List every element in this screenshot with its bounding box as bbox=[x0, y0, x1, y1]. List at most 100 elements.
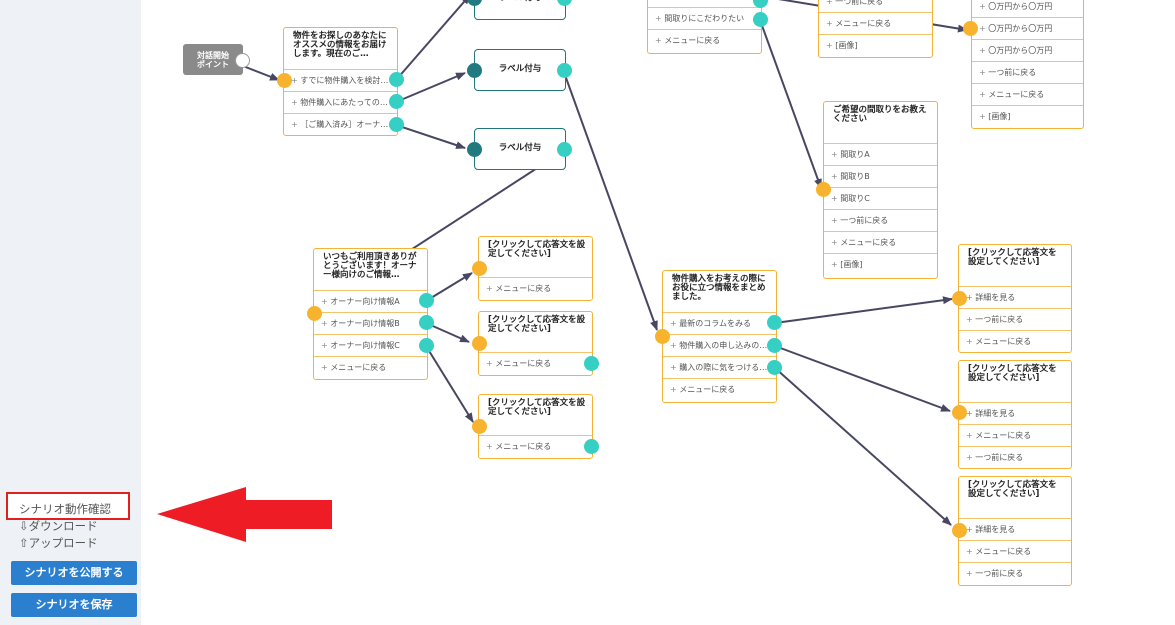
message-node[interactable]: 物件をお探しのあなたにオススメの情報をお届けします。現在のご… すでに物件購入を… bbox=[283, 27, 398, 136]
input-port[interactable] bbox=[655, 329, 670, 344]
output-port[interactable] bbox=[584, 356, 599, 371]
label-node[interactable]: ラベル付与 bbox=[474, 128, 566, 170]
node-option[interactable]: 最新のコラムをみる bbox=[663, 312, 776, 334]
input-port[interactable] bbox=[467, 0, 482, 6]
node-option[interactable]: 一つ前に戻る bbox=[819, 0, 932, 12]
edge bbox=[395, 124, 466, 149]
node-option[interactable]: メニューに戻る bbox=[314, 356, 427, 378]
output-port[interactable] bbox=[419, 338, 434, 353]
message-node[interactable]: いつもご利用頂きありがとうございます！オーナー様向けのご情報… オーナー向け情報… bbox=[313, 248, 428, 380]
start-point-node[interactable]: 対話開始ポイント bbox=[183, 44, 243, 75]
output-port[interactable] bbox=[584, 439, 599, 454]
node-option[interactable]: 一つ前に戻る bbox=[824, 209, 937, 231]
node-option[interactable]: オーナー向け情報B bbox=[314, 312, 427, 334]
node-option[interactable]: 詳細を見る bbox=[959, 286, 1071, 308]
node-option[interactable]: 詳細を見る bbox=[959, 402, 1071, 424]
node-option[interactable]: ［ご購入済み］オーナ… bbox=[284, 113, 397, 135]
node-option[interactable]: オーナー向け情報A bbox=[314, 290, 427, 312]
upload-link[interactable]: ⇧アップロード bbox=[19, 536, 98, 550]
response-node[interactable]: [クリックして応答文を設定してください] 詳細を見る 一つ前に戻る メニューに戻… bbox=[958, 244, 1072, 353]
node-option[interactable]: 〇万円から〇万円 bbox=[972, 17, 1083, 39]
node-option[interactable]: 間取りにこだわりたい bbox=[648, 7, 761, 29]
input-port[interactable] bbox=[952, 291, 967, 306]
node-option[interactable]: 間取りC bbox=[824, 187, 937, 209]
output-port[interactable] bbox=[389, 117, 404, 132]
node-option[interactable]: メニューに戻る bbox=[663, 378, 776, 400]
input-port[interactable] bbox=[816, 182, 831, 197]
output-port[interactable] bbox=[767, 315, 782, 330]
download-link[interactable]: ⇩ダウンロード bbox=[19, 519, 98, 533]
node-option[interactable]: 詳細を見る bbox=[959, 518, 1071, 540]
output-port[interactable] bbox=[389, 94, 404, 109]
node-option[interactable]: [画像] bbox=[819, 34, 932, 56]
input-port[interactable] bbox=[963, 21, 978, 36]
input-port[interactable] bbox=[472, 336, 487, 351]
label-node[interactable]: ラベル付与 bbox=[474, 49, 566, 91]
node-option[interactable]: 一つ前に戻る bbox=[959, 562, 1071, 584]
label-node[interactable]: ラベル付与 bbox=[474, 0, 566, 20]
input-port[interactable] bbox=[952, 523, 967, 538]
node-option[interactable]: 間取りA bbox=[824, 143, 937, 165]
input-port[interactable] bbox=[952, 405, 967, 420]
publish-scenario-button[interactable]: シナリオを公開する bbox=[11, 561, 137, 585]
output-port[interactable] bbox=[557, 142, 572, 157]
node-option[interactable]: 一つ前に戻る bbox=[959, 446, 1071, 468]
message-node[interactable]: 物件購入をお考えの際にお役に立つ情報をまとめました。 最新のコラムをみる 物件購… bbox=[662, 270, 777, 403]
edge-layer bbox=[242, 0, 968, 526]
output-port[interactable] bbox=[767, 360, 782, 375]
output-port[interactable] bbox=[557, 63, 572, 78]
node-option[interactable]: 一つ前に戻る bbox=[972, 61, 1083, 83]
message-node[interactable]: 〇万円から〇万円 〇万円から〇万円 〇万円から〇万円 一つ前に戻る メニューに戻… bbox=[971, 0, 1084, 129]
node-option[interactable]: メニューに戻る bbox=[972, 83, 1083, 105]
node-option[interactable]: メニューに戻る bbox=[819, 12, 932, 34]
node-option[interactable]: 物件購入にあたっての… bbox=[284, 91, 397, 113]
node-option[interactable]: メニューに戻る bbox=[959, 540, 1071, 562]
node-option[interactable]: メニューに戻る bbox=[648, 29, 761, 51]
response-node[interactable]: [クリックして応答文を設定してください] メニューに戻る bbox=[478, 311, 593, 376]
edge bbox=[425, 322, 470, 343]
node-option[interactable]: 〇万円から〇万円 bbox=[972, 39, 1083, 61]
response-node[interactable]: [クリックして応答文を設定してください] メニューに戻る bbox=[478, 394, 593, 459]
start-output-port[interactable] bbox=[235, 53, 250, 68]
message-node[interactable]: 間取りにこだわりたい メニューに戻る bbox=[647, 0, 762, 54]
response-node[interactable]: [クリックして応答文を設定してください] 詳細を見る メニューに戻る 一つ前に戻… bbox=[958, 476, 1072, 586]
input-port[interactable] bbox=[467, 142, 482, 157]
node-option[interactable]: 間取りB bbox=[824, 165, 937, 187]
save-scenario-button[interactable]: シナリオを保存 bbox=[11, 593, 137, 617]
input-port[interactable] bbox=[467, 63, 482, 78]
edge bbox=[425, 345, 474, 423]
node-title: [クリックして応答文を設定してください] bbox=[968, 364, 1057, 383]
node-option[interactable]: 物件購入の申し込みの… bbox=[663, 334, 776, 356]
output-port[interactable] bbox=[389, 72, 404, 87]
node-option[interactable]: メニューに戻る bbox=[479, 435, 592, 457]
node-option[interactable]: 一つ前に戻る bbox=[959, 308, 1071, 330]
scenario-canvas[interactable]: 対話開始ポイント 物件をお探しのあなたにオススメの情報をお届けします。現在のご…… bbox=[141, 0, 1175, 625]
node-title: [クリックして応答文を設定してください] bbox=[968, 248, 1057, 267]
input-port[interactable] bbox=[277, 73, 292, 88]
node-option[interactable]: メニューに戻る bbox=[959, 330, 1071, 352]
response-node[interactable]: [クリックして応答文を設定してください] 詳細を見る メニューに戻る 一つ前に戻… bbox=[958, 360, 1072, 469]
node-option[interactable]: メニューに戻る bbox=[959, 424, 1071, 446]
input-port[interactable] bbox=[307, 306, 322, 321]
node-option[interactable]: [画像] bbox=[972, 105, 1083, 127]
output-port[interactable] bbox=[557, 0, 572, 6]
output-port[interactable] bbox=[419, 293, 434, 308]
node-option[interactable]: [画像] bbox=[824, 253, 937, 275]
message-node[interactable]: ご希望の間取りをお教えください 間取りA 間取りB 間取りC 一つ前に戻る メニ… bbox=[823, 101, 938, 279]
message-node[interactable]: 一つ前に戻る メニューに戻る [画像] bbox=[818, 0, 933, 58]
input-port[interactable] bbox=[472, 261, 487, 276]
input-port[interactable] bbox=[472, 419, 487, 434]
output-port[interactable] bbox=[767, 338, 782, 353]
node-option[interactable]: メニューに戻る bbox=[824, 231, 937, 253]
output-port[interactable] bbox=[753, 12, 768, 27]
node-option[interactable]: メニューに戻る bbox=[479, 277, 592, 299]
node-option[interactable]: 〇万円から〇万円 bbox=[972, 0, 1083, 17]
node-option[interactable]: 購入の際に気をつける… bbox=[663, 356, 776, 378]
output-port[interactable] bbox=[419, 315, 434, 330]
response-node[interactable]: [クリックして応答文を設定してください] メニューに戻る bbox=[478, 236, 593, 301]
node-option[interactable]: すでに物件購入を検討… bbox=[284, 69, 397, 91]
scenario-check-link[interactable]: シナリオ動作確認 bbox=[19, 502, 111, 516]
node-option[interactable]: オーナー向け情報C bbox=[314, 334, 427, 356]
output-port[interactable] bbox=[753, 0, 768, 8]
node-option[interactable]: メニューに戻る bbox=[479, 352, 592, 374]
